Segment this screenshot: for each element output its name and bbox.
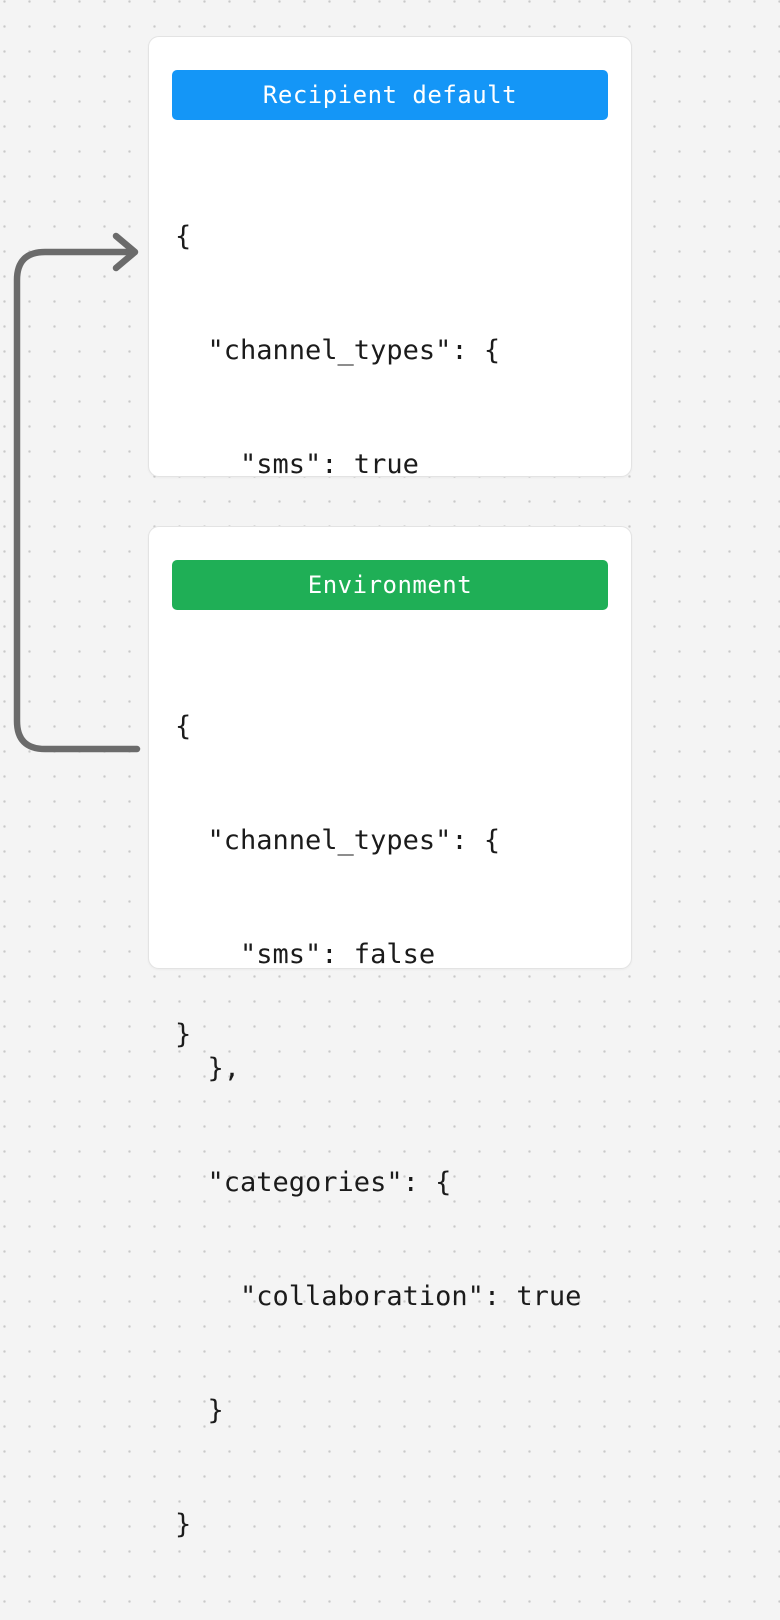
- diagram-canvas: Recipient default { "channel_types": { "…: [13, 36, 632, 1540]
- json-line: "channel_types": {: [175, 335, 501, 366]
- flow-arrow-head-icon: [112, 232, 139, 272]
- card-recipient-default[interactable]: Recipient default { "channel_types": { "…: [148, 36, 632, 1050]
- card-header-recipient-default: Recipient default: [172, 70, 608, 120]
- json-body-environment: { "channel_types": { "sms": false }, "ca…: [175, 632, 631, 1620]
- json-line: }: [175, 1395, 224, 1426]
- card-environment[interactable]: Environment { "channel_types": { "sms": …: [148, 526, 632, 1540]
- card-title-environment: Environment: [307, 571, 473, 599]
- flow-arrow-path: [13, 248, 141, 753]
- json-line: "categories": {: [175, 1167, 452, 1198]
- json-line: "sms": true: [175, 449, 419, 480]
- json-line: },: [175, 1053, 241, 1084]
- json-line: "sms": false: [175, 939, 436, 970]
- json-line: "channel_types": {: [175, 825, 501, 856]
- card-title-recipient-default: Recipient default: [262, 81, 518, 109]
- card-header-environment: Environment: [172, 560, 608, 610]
- json-line: "collaboration": true: [175, 1281, 582, 1312]
- json-line: }: [175, 1509, 192, 1540]
- json-line: {: [175, 711, 192, 742]
- json-line: {: [175, 221, 192, 252]
